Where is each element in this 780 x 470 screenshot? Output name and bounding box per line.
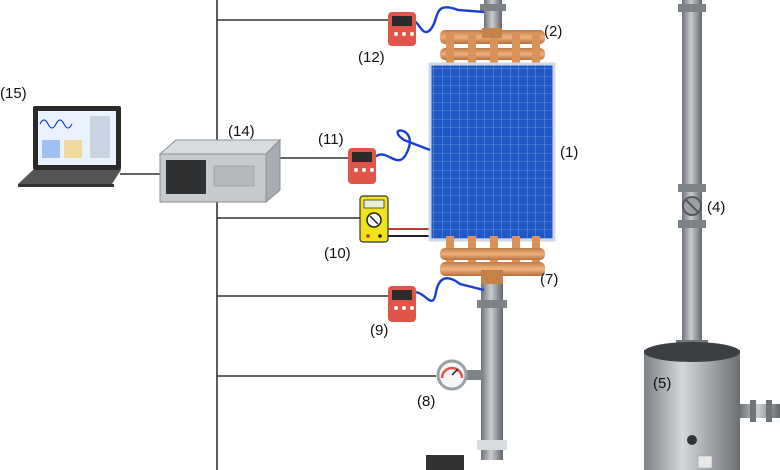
thermometer-inlet <box>388 277 485 322</box>
wiring <box>120 0 436 470</box>
label-pressure-gauge: (8) <box>417 393 435 410</box>
valve-icon <box>682 196 702 216</box>
main-pipe <box>426 0 507 470</box>
label-thermometer-inlet: (9) <box>370 322 388 339</box>
multimeter-icon <box>359 195 389 243</box>
label-laptop: (15) <box>0 85 27 102</box>
thermometer-icon <box>388 286 416 322</box>
pressure-gauge-icon <box>436 359 482 391</box>
pressure-gauge <box>436 359 482 391</box>
laptop <box>18 106 121 187</box>
label-data-logger: (14) <box>228 123 255 140</box>
label-storage-tank: (5) <box>653 375 671 392</box>
upper-manifold <box>440 28 545 68</box>
laptop-icon <box>18 106 121 187</box>
thermometer-icon <box>348 148 376 184</box>
thermometer-icon <box>388 12 416 46</box>
label-lower-manifold: (7) <box>540 271 558 288</box>
multimeter <box>359 195 389 243</box>
label-thermometer-panel: (11) <box>318 131 344 148</box>
thermometer-panel <box>348 129 431 184</box>
data-logger-icon <box>158 138 282 204</box>
label-pv-panel: (1) <box>560 144 578 161</box>
storage-tank <box>644 342 780 470</box>
data-logger <box>158 138 282 204</box>
pv-panel <box>428 62 556 242</box>
label-return-pipe: (4) <box>707 199 725 216</box>
label-upper-manifold: (2) <box>544 23 562 40</box>
lower-manifold <box>440 236 545 284</box>
label-thermometer-outlet: (12) <box>358 49 385 66</box>
thermometer-outlet <box>388 6 485 46</box>
return-pipe <box>676 0 708 350</box>
label-multimeter: (10) <box>324 245 351 262</box>
